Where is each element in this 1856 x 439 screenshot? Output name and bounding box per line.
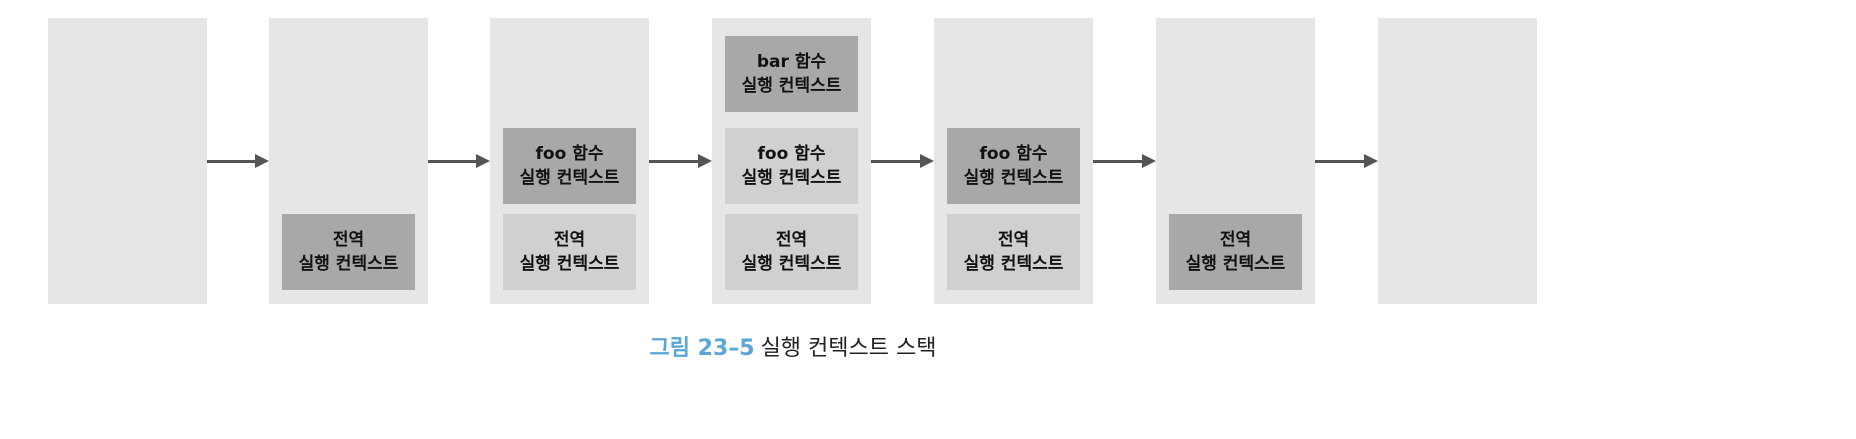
transition-arrow-2 (428, 154, 490, 168)
stack-stage-3: foo 함수 실행 컨텍스트 전역 실행 컨텍스트 (490, 18, 649, 304)
foo-execution-context: foo 함수 실행 컨텍스트 (503, 128, 636, 204)
stack-stage-6: 전역 실행 컨텍스트 (1156, 18, 1315, 304)
foo-execution-context: foo 함수 실행 컨텍스트 (947, 128, 1080, 204)
stack-stage-5: foo 함수 실행 컨텍스트 전역 실행 컨텍스트 (934, 18, 1093, 304)
stack-stage-1 (48, 18, 207, 304)
figure-title: 실행 컨텍스트 스택 (760, 336, 937, 361)
global-execution-context: 전역 실행 컨텍스트 (1169, 214, 1302, 290)
transition-arrow-6 (1315, 154, 1378, 168)
stack-stage-2: 전역 실행 컨텍스트 (269, 18, 428, 304)
bar-execution-context: bar 함수 실행 컨텍스트 (725, 36, 858, 112)
transition-arrow-1 (207, 154, 269, 168)
global-execution-context: 전역 실행 컨텍스트 (947, 214, 1080, 290)
transition-arrow-3 (649, 154, 712, 168)
global-execution-context: 전역 실행 컨텍스트 (503, 214, 636, 290)
stack-stage-4: bar 함수 실행 컨텍스트 foo 함수 실행 컨텍스트 전역 실행 컨텍스트 (712, 18, 871, 304)
transition-arrow-4 (871, 154, 934, 168)
global-execution-context: 전역 실행 컨텍스트 (725, 214, 858, 290)
stack-stage-7 (1378, 18, 1537, 304)
foo-execution-context: foo 함수 실행 컨텍스트 (725, 128, 858, 204)
transition-arrow-5 (1093, 154, 1156, 168)
figure-number: 그림 23–5 (649, 336, 755, 361)
global-execution-context: 전역 실행 컨텍스트 (282, 214, 415, 290)
